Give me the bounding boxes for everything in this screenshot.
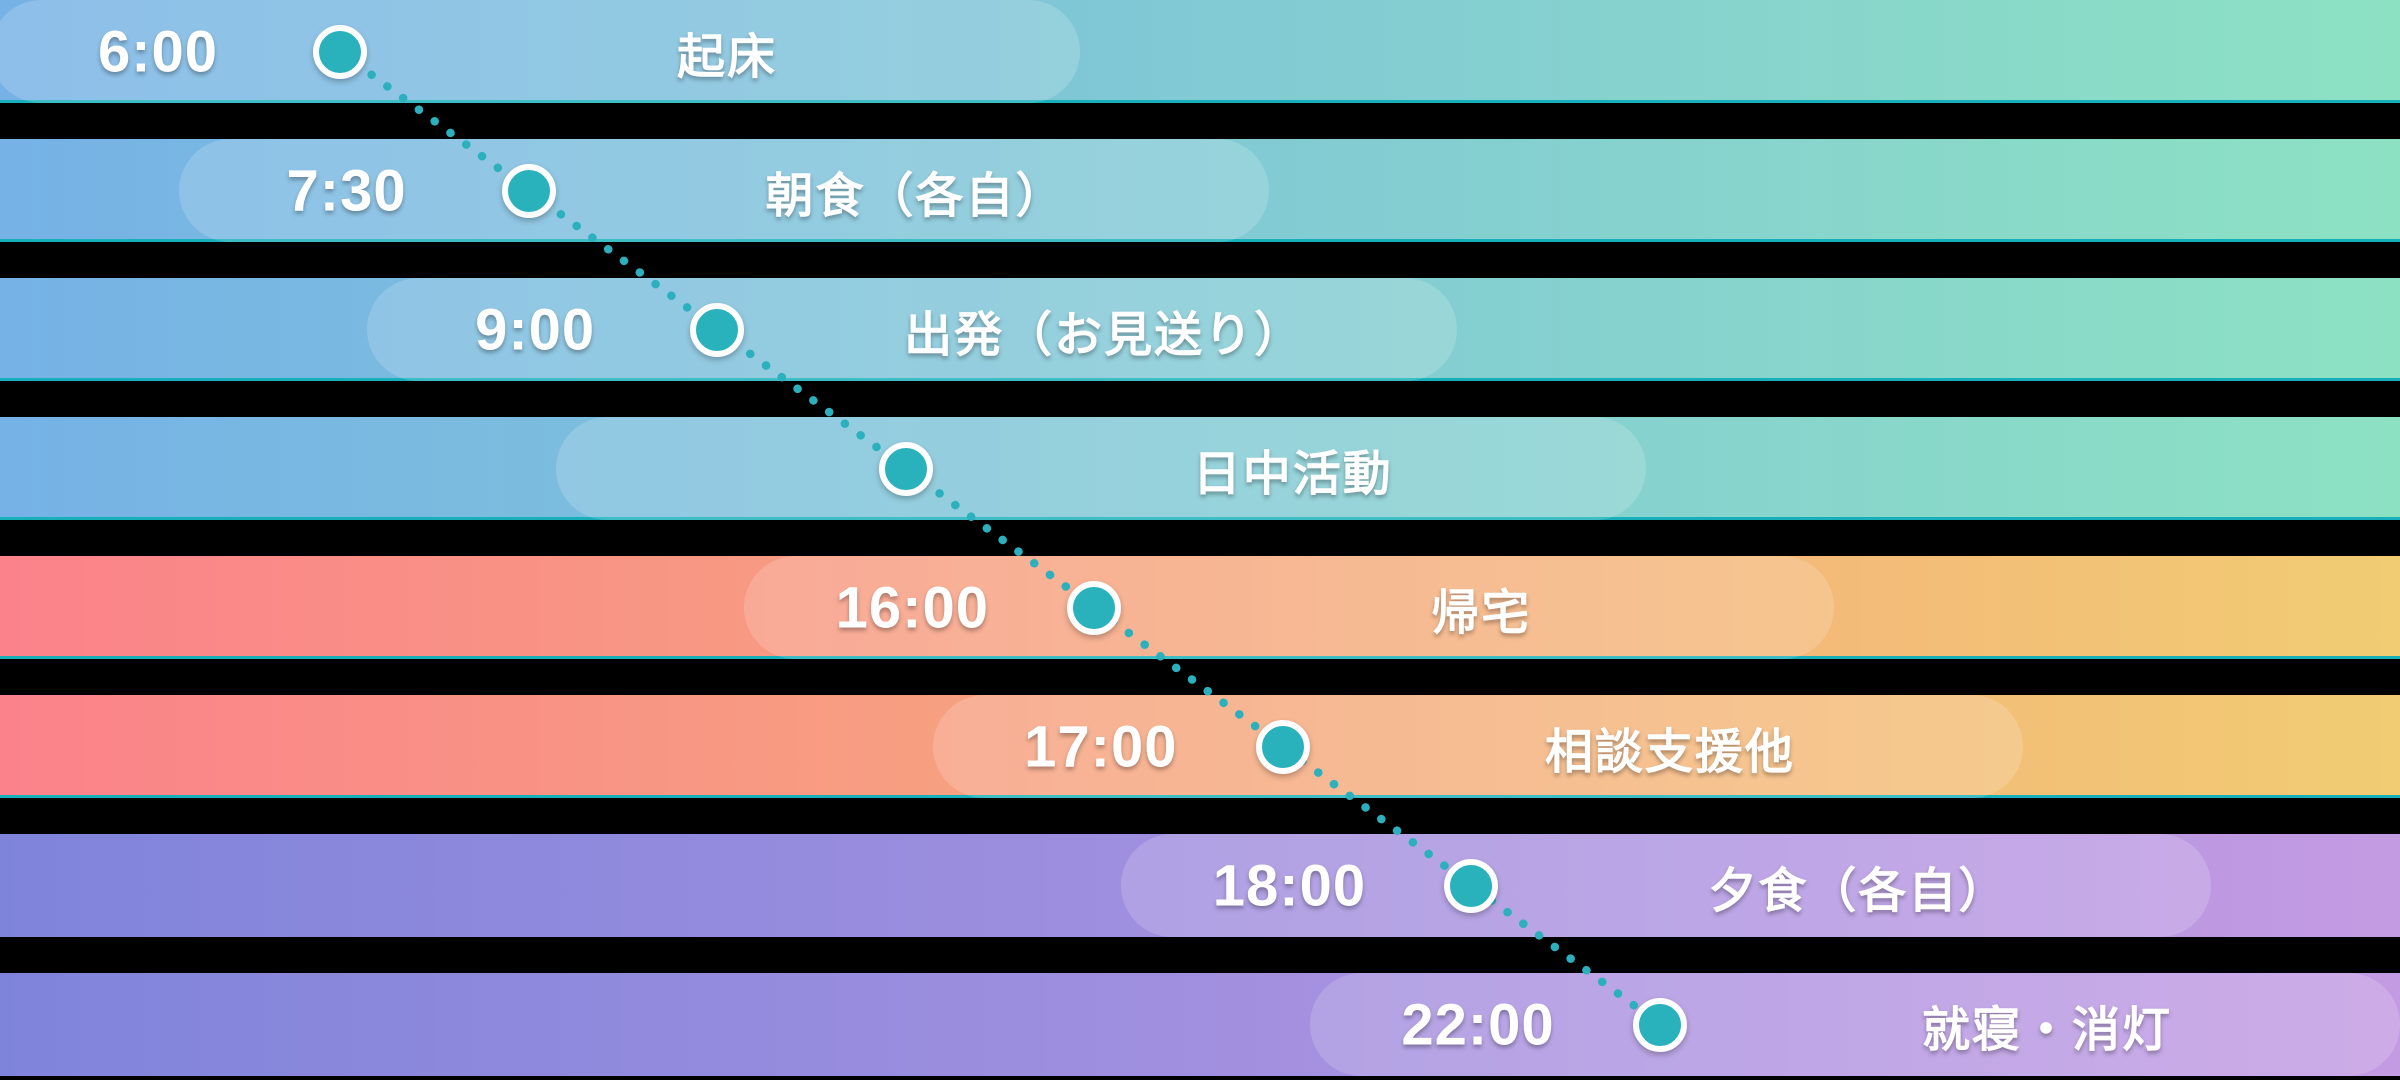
event-time: 9:00 [475, 297, 596, 362]
event-pill [555, 417, 1646, 520]
event-label: 出発（お見送り） [904, 308, 1305, 362]
event-time: 16:00 [835, 575, 989, 640]
milestone-dot-icon [1632, 997, 1687, 1052]
milestone-dot-icon [313, 24, 367, 79]
milestone-dot-icon [1255, 719, 1310, 774]
event-label: 朝食（各自） [765, 169, 1066, 223]
event-label: 夕食（各自） [1708, 864, 2009, 918]
timeline-row: 16:00 帰宅 [0, 556, 2400, 659]
event-time: 17:00 [1024, 714, 1178, 779]
event-time: 7:30 [286, 158, 407, 223]
milestone-dot-icon [501, 163, 556, 218]
timeline-row: 17:00 相談支援他 [0, 695, 2400, 798]
event-label: 帰宅 [1431, 586, 1532, 640]
event-label: 日中活動 [1192, 447, 1393, 501]
milestone-dot-icon [878, 441, 933, 496]
timeline-row: 日中活動 [0, 417, 2400, 520]
timeline-row: 7:30 朝食（各自） [0, 139, 2400, 242]
event-time: 6:00 [97, 19, 219, 84]
event-time: 22:00 [1401, 992, 1555, 1057]
milestone-dot-icon [1067, 580, 1122, 635]
event-label: 相談支援他 [1544, 725, 1795, 779]
event-time: 18:00 [1212, 853, 1367, 918]
milestone-dot-icon [1444, 858, 1499, 913]
timeline-row: 9:00 出発（お見送り） [0, 278, 2400, 381]
timeline-row: 22:00 就寝・消灯 [0, 973, 2400, 1076]
event-label: 起床 [676, 30, 778, 84]
milestone-dot-icon [690, 302, 745, 357]
timeline-row: 18:00 夕食（各自） [0, 834, 2400, 937]
event-label: 就寝・消灯 [1921, 1003, 2172, 1057]
